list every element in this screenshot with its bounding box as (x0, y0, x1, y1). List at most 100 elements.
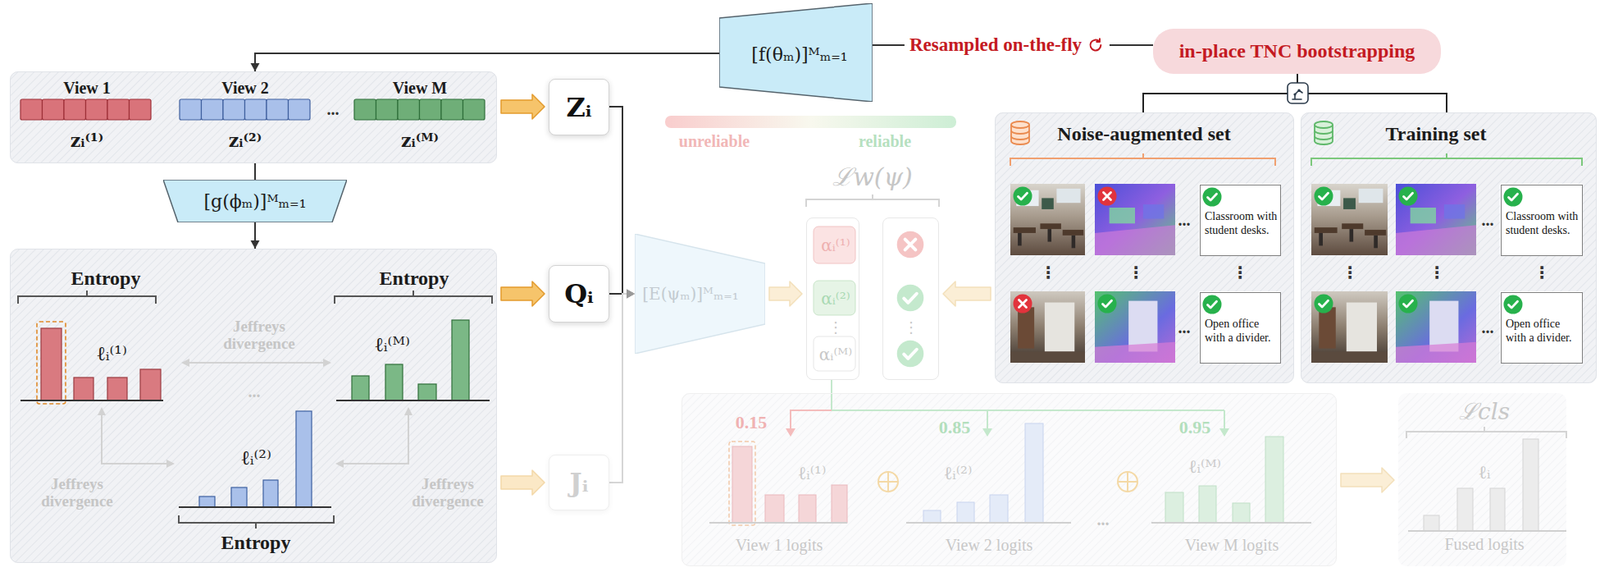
weight-boxes (897, 231, 925, 259)
node-text: ⋮ (1533, 262, 1550, 283)
entropy-histograms (263, 479, 279, 507)
panel-background (9, 248, 497, 563)
entropy-histograms (231, 487, 247, 507)
view-embedding-cells (86, 99, 109, 120)
entropy-histograms (181, 358, 190, 367)
logit-histograms (989, 494, 1008, 523)
panel-background (1300, 112, 1597, 383)
weight-boxes (813, 280, 856, 315)
entropy-histograms (335, 459, 344, 468)
connector-line (254, 163, 256, 180)
view-embedding-cells (288, 99, 311, 120)
logit-histograms (906, 521, 1072, 524)
entropy-histograms (178, 515, 334, 529)
logit-histograms (1025, 423, 1044, 523)
block-arrow-shape (1340, 467, 1395, 493)
connector (255, 163, 256, 180)
node-text: zᵢ⁽¹⁾ (70, 129, 105, 151)
view-embedding-cells (20, 99, 43, 120)
node-text: ℓᵢ⁽²⁾ (943, 462, 973, 484)
entropy-histograms (188, 361, 324, 364)
dataset-images (1399, 294, 1418, 314)
dataset-images (1314, 294, 1334, 314)
node-text: ⋮ (1127, 262, 1145, 283)
encoder-trapezoid: [f(θₘ)]ᴹₘ₌₁ (719, 3, 873, 102)
node-text: αᵢ⁽²⁾ (820, 288, 850, 309)
logit-histograms (1219, 428, 1230, 437)
dataset-images (1399, 186, 1418, 206)
logit-histograms (732, 446, 848, 523)
entropy-histograms (97, 406, 106, 415)
weight-boxes (813, 226, 856, 264)
connector (1297, 73, 1447, 114)
logit-histograms (957, 501, 975, 523)
weight-boxes (897, 340, 925, 368)
node-text: zᵢ⁽ᴹ⁾ (401, 129, 439, 151)
connector (609, 106, 635, 299)
dataset-images (1010, 153, 1276, 166)
node-text: ℓᵢ⁽²⁾ (240, 446, 272, 470)
arrow-head (250, 63, 260, 72)
node-text: View M logits (1185, 535, 1279, 555)
logit-histograms (878, 471, 899, 492)
node-text: 0.85 (939, 416, 971, 438)
scale-label: unreliable (679, 132, 750, 151)
entropy-histograms (323, 358, 332, 367)
node-text: ℓᵢ (1478, 461, 1491, 484)
logit-histograms (785, 428, 796, 437)
logit-histograms (765, 494, 785, 523)
node-text: ⋮ (1428, 262, 1446, 283)
trapezoid-shape (634, 233, 766, 354)
fused-panel: ℒclsℓᵢFused logits (1398, 392, 1567, 566)
feature-box: Qᵢ (548, 264, 610, 323)
logit-histograms (798, 494, 816, 523)
node-text: Jeffreys divergence (401, 475, 494, 511)
entropy-histograms (178, 505, 332, 508)
dataset-images (1013, 186, 1033, 206)
dataset-images (1094, 183, 1176, 256)
node-text: ... (1481, 210, 1495, 230)
node-text: ℓᵢ⁽¹⁾ (797, 462, 827, 484)
weight-boxes (897, 284, 925, 312)
logit-histograms (1457, 487, 1473, 531)
arrow-head (250, 240, 260, 249)
entropy-histograms (41, 328, 62, 401)
logit-histograms (790, 410, 832, 429)
dataset-panel: Noise-augmented set...⋮⋮⋮...Classroom wi… (994, 112, 1295, 383)
robot-icon (1292, 90, 1303, 100)
dataset-images (1010, 183, 1085, 256)
logit-histograms (732, 446, 753, 523)
node-text: 0.95 (1179, 416, 1212, 438)
view-embedding-cells (463, 99, 486, 120)
dataset-images (1094, 291, 1176, 363)
dataset-images (1504, 187, 1523, 207)
arrow-head (626, 289, 635, 299)
node-text: Entropy (71, 267, 142, 290)
panel-background (681, 392, 1337, 566)
logit-histograms (1232, 502, 1250, 523)
robot-icon (1287, 82, 1309, 104)
connector (250, 53, 721, 72)
robot-icon (1297, 88, 1300, 92)
node-text: αᵢ⁽ᴹ⁾ (819, 344, 853, 365)
reliability-scale (665, 115, 957, 128)
entropy-histograms (20, 399, 164, 402)
logit-histograms (1165, 436, 1284, 523)
logit-histograms (1117, 471, 1138, 492)
node-text: ℓᵢ⁽ᴹ⁾ (373, 332, 411, 356)
node-text: Open office with a divider. (1505, 317, 1580, 346)
entropy-histograms (199, 496, 215, 507)
label-column: ⋮ (882, 217, 940, 380)
block-arrow-shape (501, 469, 545, 495)
connector (250, 222, 260, 249)
node-text: [f(θₘ)]ᴹₘ₌₁ (751, 44, 848, 65)
node-text: ℓᵢ⁽¹⁾ (95, 341, 128, 365)
connector-line (609, 106, 635, 294)
reliability-scale (665, 115, 957, 207)
logit-histograms (831, 484, 848, 523)
scale-label: reliable (858, 132, 912, 151)
dataset-images (1504, 295, 1523, 315)
node-text: 0.15 (735, 411, 768, 434)
panel-background (1398, 392, 1567, 566)
logit-histograms (709, 392, 1567, 531)
